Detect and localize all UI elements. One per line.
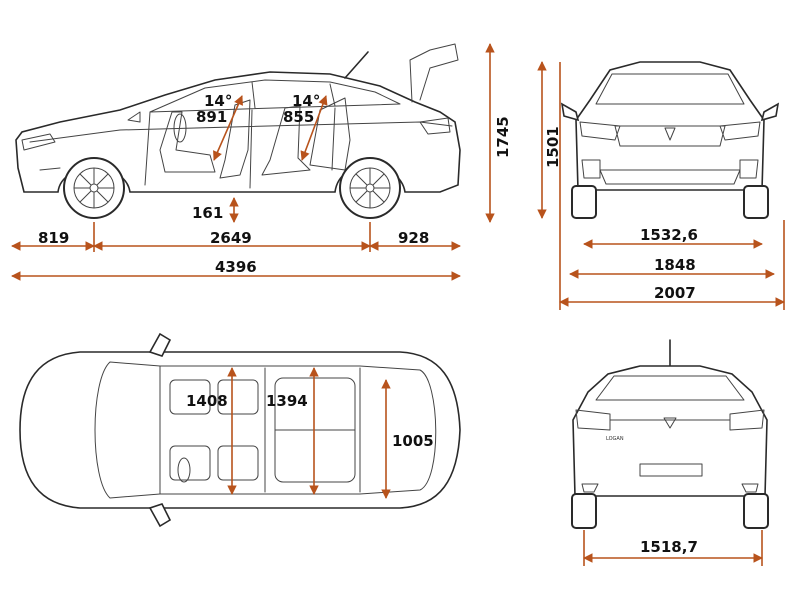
front-seat-value: 891 [196, 108, 227, 126]
rear-view: LOGAN 1518,7 [571, 339, 769, 566]
rear-seat-angle: 14° [292, 92, 320, 110]
rear-track-label: 1518,7 [640, 538, 698, 556]
rear-badge: LOGAN [606, 436, 624, 442]
front-seat-dimension-line [213, 95, 243, 161]
front-right-tyre [743, 185, 769, 219]
rear-right-tyre [743, 493, 769, 529]
front-interior-width-label: 1408 [186, 392, 228, 410]
side-rear-wheel [339, 157, 401, 219]
side-front-wheel [63, 157, 125, 219]
front-height-label: 1501 [544, 126, 562, 168]
top-view: 1408 1394 1005 [19, 332, 461, 528]
rear-overhang-label: 928 [398, 229, 429, 247]
width-mirrors-label: 2007 [654, 284, 696, 302]
trunk-width-label: 1005 [392, 432, 434, 450]
side-height-label: 1745 [494, 116, 512, 158]
rear-left-tyre [571, 493, 597, 529]
rear-seat-dimension-line [300, 95, 328, 161]
ground-clearance-label: 161 [192, 204, 223, 222]
front-view: 1501 1532,6 1848 2007 [537, 61, 785, 310]
rear-car-outline: LOGAN [572, 339, 768, 497]
rear-seat-value: 855 [283, 108, 314, 126]
overall-length-label: 4396 [215, 258, 257, 276]
front-car-outline [560, 61, 780, 191]
top-car-outline [19, 332, 461, 528]
rear-interior-width-label: 1394 [266, 392, 308, 410]
front-seat-angle: 14° [204, 92, 232, 110]
front-overhang-label: 819 [38, 229, 69, 247]
side-view: 14° 891 14° 855 161 819 2649 928 4396 17… [11, 43, 512, 281]
front-track-label: 1532,6 [640, 226, 698, 244]
wheelbase-label: 2649 [210, 229, 252, 247]
width-label: 1848 [654, 256, 696, 274]
front-left-tyre [571, 185, 597, 219]
